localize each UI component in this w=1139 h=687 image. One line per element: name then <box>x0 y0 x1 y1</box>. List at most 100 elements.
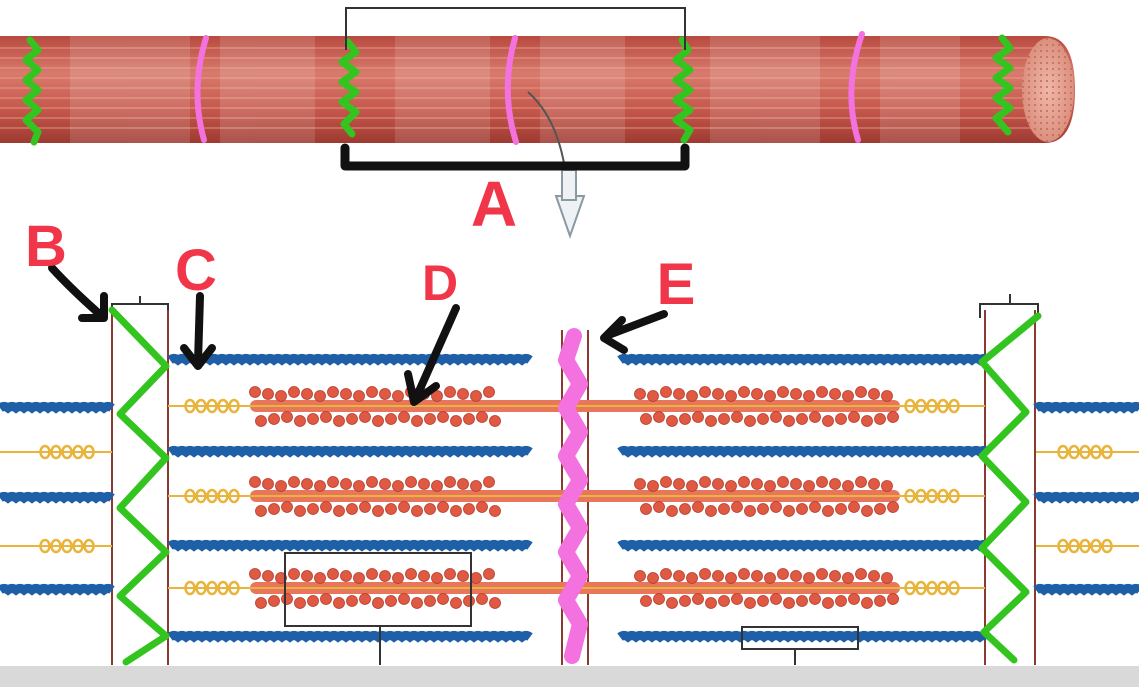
myosin-head <box>803 572 815 584</box>
myosin-head <box>327 476 339 488</box>
myosin-head <box>411 505 423 517</box>
myosin-head <box>294 597 306 609</box>
thin-filament <box>617 446 991 458</box>
myosin-head <box>470 390 482 402</box>
titin-coil <box>83 538 95 554</box>
myosin-head <box>314 572 326 584</box>
myosin-head <box>822 505 834 517</box>
myosin-head <box>483 386 495 398</box>
muscle-fiber <box>0 36 1075 143</box>
myosin-head <box>647 572 659 584</box>
myosin-head <box>418 478 430 490</box>
thin-filament <box>1033 402 1139 414</box>
myosin-head <box>327 568 339 580</box>
myosin-head <box>699 386 711 398</box>
myosin-head <box>744 415 756 427</box>
myosin-head <box>666 597 678 609</box>
titin-coil <box>937 398 949 414</box>
myosin-head <box>288 568 300 580</box>
myosin-head <box>842 390 854 402</box>
myosin-head <box>796 595 808 607</box>
myosin-head <box>686 572 698 584</box>
myosin-head <box>712 570 724 582</box>
titin-coil <box>1057 444 1069 460</box>
titin-coil <box>915 488 927 504</box>
thin-filament <box>0 584 115 596</box>
myosin-head <box>294 415 306 427</box>
myosin-head <box>444 568 456 580</box>
myosin-head <box>653 593 665 605</box>
myosin-head <box>738 568 750 580</box>
myosin-head <box>660 386 672 398</box>
myosin-head <box>725 390 737 402</box>
myosin-head <box>725 480 737 492</box>
myosin-head <box>699 476 711 488</box>
myosin-head <box>855 476 867 488</box>
titin-coil <box>926 398 938 414</box>
titin-coil <box>915 398 927 414</box>
myosin-head <box>307 413 319 425</box>
myosin-head <box>796 503 808 515</box>
myosin-head <box>686 480 698 492</box>
myosin-head <box>372 415 384 427</box>
myosin-head <box>437 501 449 513</box>
myosin-head <box>738 476 750 488</box>
myosin-head <box>385 503 397 515</box>
myosin-head <box>822 415 834 427</box>
label-e: E <box>657 252 696 317</box>
thin-filament <box>167 354 533 366</box>
titin-coil <box>72 444 84 460</box>
myosin-head <box>405 476 417 488</box>
myosin-head <box>353 572 365 584</box>
myosin-head <box>463 413 475 425</box>
myosin-head <box>718 503 730 515</box>
myosin-head <box>411 415 423 427</box>
m-line-marker <box>848 31 865 143</box>
myosin-head <box>660 568 672 580</box>
myosin-head <box>634 478 646 490</box>
myosin-head <box>764 390 776 402</box>
myosin-head <box>673 388 685 400</box>
myosin-head <box>431 480 443 492</box>
myosin-head <box>385 595 397 607</box>
myosin-head <box>314 390 326 402</box>
myosin-head <box>790 570 802 582</box>
myosin-head <box>405 568 417 580</box>
myosin-head <box>444 386 456 398</box>
myosin-head <box>861 505 873 517</box>
myosin-head <box>327 386 339 398</box>
myosin-head <box>320 501 332 513</box>
myosin-head <box>320 593 332 605</box>
myosin-head <box>470 572 482 584</box>
myosin-head <box>731 411 743 423</box>
myosin-head <box>340 388 352 400</box>
titin-coil <box>61 538 73 554</box>
myosin-head <box>392 390 404 402</box>
m-line-marker-bottom <box>558 328 588 664</box>
myosin-head <box>268 595 280 607</box>
myosin-head <box>770 501 782 513</box>
myosin-head <box>450 505 462 517</box>
titin-coil <box>72 538 84 554</box>
myosin-head <box>822 597 834 609</box>
myosin-head <box>803 480 815 492</box>
myosin-head <box>647 390 659 402</box>
m-line-marker <box>504 35 519 145</box>
myosin-head <box>842 480 854 492</box>
myosin-head <box>249 568 261 580</box>
myosin-head <box>444 476 456 488</box>
myosin-head <box>431 390 443 402</box>
myosin-head <box>320 411 332 423</box>
myosin-head <box>673 570 685 582</box>
thin-filament <box>0 492 115 504</box>
myosin-head <box>777 476 789 488</box>
myosin-head <box>679 413 691 425</box>
inset-box-thin <box>741 626 859 650</box>
myosin-head <box>281 501 293 513</box>
titin-coil <box>1057 538 1069 554</box>
myosin-head <box>489 597 501 609</box>
myosin-head <box>809 411 821 423</box>
myosin-head <box>640 595 652 607</box>
myosin-head <box>692 593 704 605</box>
myosin-head <box>366 476 378 488</box>
